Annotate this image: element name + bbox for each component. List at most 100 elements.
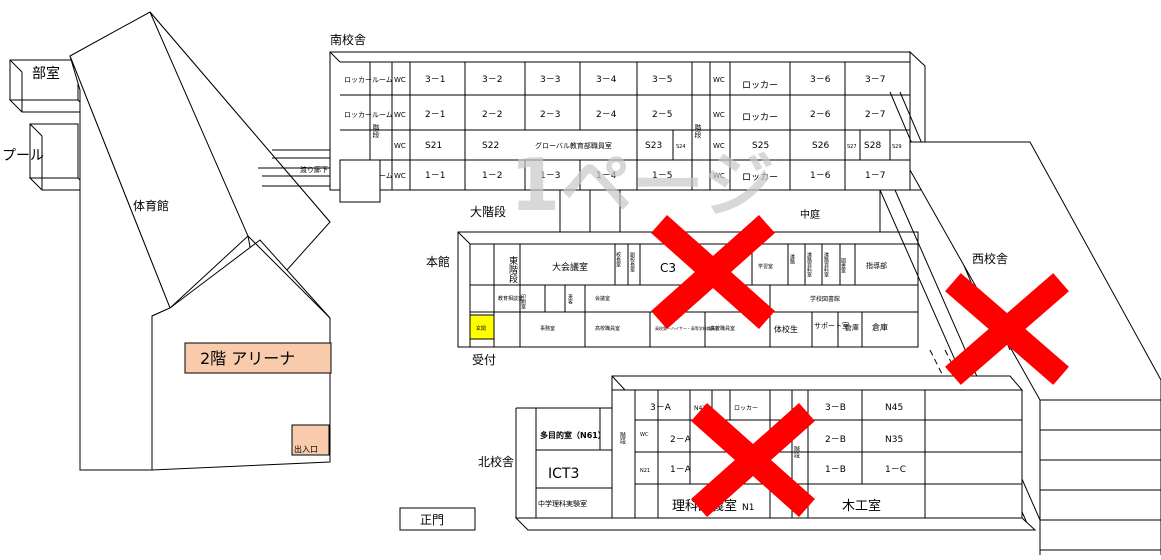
south-wc-1b: WC xyxy=(713,172,725,180)
jh-lab-label: 中学理科実験室 xyxy=(538,499,587,508)
room-1-7: 1－7 xyxy=(865,171,885,181)
guidance-label: 指導部 xyxy=(866,261,887,270)
room-s24: S24 xyxy=(676,144,686,150)
gymnasium xyxy=(69,11,331,471)
south-wc-s: WC xyxy=(394,142,406,150)
south-wc-3b: WC xyxy=(713,76,725,84)
page-watermark: 1ページ xyxy=(510,143,775,227)
room-3b: 3－B xyxy=(825,403,846,413)
room-1-3: 1－3 xyxy=(540,171,560,181)
club-room-label: 部室 xyxy=(32,65,60,82)
room-3-2: 3－2 xyxy=(482,75,502,85)
grand-stairs xyxy=(559,190,621,232)
room-3-3: 3－3 xyxy=(540,75,560,85)
counsel-room-label: 教育相談室 xyxy=(498,295,523,302)
east-stairs-label: 東階段 xyxy=(507,255,518,284)
career-room2-label: 進路資料室 xyxy=(823,251,829,277)
room-1-5: 1－5 xyxy=(652,171,672,181)
room-3-6: 3－6 xyxy=(810,75,831,85)
north-building-label: 北校舎 xyxy=(478,454,514,469)
pool-label: プール xyxy=(2,148,44,164)
cross-mark-main xyxy=(651,215,775,329)
north-building xyxy=(514,375,1037,531)
south-wc-2: WC xyxy=(394,111,406,119)
woodwork-room-label: 木工室 xyxy=(842,498,881,514)
south-wc-3: WC xyxy=(394,76,406,84)
south-wc-sb: WC xyxy=(713,142,725,150)
reception-desk xyxy=(469,314,495,340)
north-locker-label: ロッカー xyxy=(734,405,758,412)
arena-label: 2階 アリーナ xyxy=(200,349,295,368)
room-s21: S21 xyxy=(425,141,442,151)
hs-staff-label: 高校職員室 xyxy=(595,325,620,332)
reception-label: 受付 xyxy=(472,353,496,367)
connector-corridor xyxy=(258,149,340,187)
room-1b: 1－B xyxy=(825,465,846,475)
room-1c: 1－C xyxy=(885,465,906,475)
room-s26: S26 xyxy=(812,141,829,151)
south-stairs-label: 階段 xyxy=(372,123,380,139)
south-locker-3b: ロッカー xyxy=(742,80,778,91)
room-1-4: 1－4 xyxy=(596,171,617,181)
support2-label: サポート室 xyxy=(814,321,849,330)
courtyard-label: 中庭 xyxy=(800,208,820,221)
south-locker-1b: ロッカー xyxy=(742,172,778,183)
multipurpose-room-label: 多目的室（N61） xyxy=(540,430,606,440)
jh-staff-label: 高校第一ハイサー・高等学校職員室 xyxy=(655,325,719,331)
room-n42: N42 xyxy=(694,405,706,412)
connector-label: 渡り廊下 xyxy=(300,165,328,174)
cross-mark-north xyxy=(691,403,815,517)
west-building xyxy=(909,141,1161,555)
room-1-2: 1－2 xyxy=(482,171,502,181)
room-n35: N35 xyxy=(885,435,903,445)
room-2-6: 2－6 xyxy=(810,110,831,120)
room-3a: 3－A xyxy=(650,403,672,413)
storage2-label: 倉庫 xyxy=(872,322,888,332)
north-stairs-label: 階段 xyxy=(619,431,626,445)
south-wc-2b: WC xyxy=(713,111,725,119)
gym-entrance-label: 出入口 xyxy=(294,444,318,454)
south-building-label: 南校舎 xyxy=(330,32,366,47)
cross-mark-west xyxy=(945,273,1069,385)
principal-room-label: 校長室 xyxy=(615,251,621,267)
meeting-room-label: 大会議室 xyxy=(552,261,588,273)
south-locker-2b: ロッカー xyxy=(742,112,778,123)
room-2-2: 2－2 xyxy=(482,110,502,120)
club-room-building xyxy=(8,59,92,113)
room-3-5: 3－5 xyxy=(652,75,672,85)
room-3-7: 3－7 xyxy=(865,75,885,85)
south-row-2: ロッカールーム WC 2－1 2－2 2－3 2－4 2－5 WC ロッカー 2… xyxy=(344,110,885,123)
room-n21: N21 xyxy=(640,468,650,474)
south-wc-1: WC xyxy=(394,172,406,180)
room-2-4: 2－4 xyxy=(596,110,617,120)
room-s25: S25 xyxy=(752,141,769,151)
main-building-label: 本館 xyxy=(426,254,450,269)
entrance-label: 玄関 xyxy=(476,325,486,332)
room-n45: N45 xyxy=(885,403,903,413)
ict3-label: ICT3 xyxy=(548,466,579,482)
room-3-4: 3－4 xyxy=(596,75,617,85)
south-stairs2-label: 階段 xyxy=(694,123,702,139)
room-2-7: 2－7 xyxy=(865,110,885,120)
south-locker-3: ロッカールーム xyxy=(344,76,393,84)
pool xyxy=(28,123,92,191)
learning-room-label: 学習室 xyxy=(758,263,773,270)
room-s28: S28 xyxy=(864,141,881,151)
room-1-1: 1－1 xyxy=(425,171,445,181)
west-building-label: 西校舎 xyxy=(972,251,1008,266)
career-room-label: 進路資料室 xyxy=(806,251,812,277)
north-wc-label: WC xyxy=(640,432,649,438)
office-label: 事務室 xyxy=(540,325,555,332)
main-gate xyxy=(399,507,476,531)
grand-stairs-label: 大階段 xyxy=(470,204,506,219)
gym-entrance-box xyxy=(291,424,330,456)
arena-box xyxy=(184,342,332,374)
room-s22: S22 xyxy=(482,141,499,151)
room-s27: S27 xyxy=(847,144,857,150)
guide-label: 進路 xyxy=(789,253,795,265)
main-gate-label: 正門 xyxy=(420,513,444,527)
south-connector-stairs xyxy=(339,159,381,203)
room-global-staff: グローバル教育部職員室 xyxy=(535,141,612,150)
room-1-6: 1－6 xyxy=(810,171,831,181)
south-row-3: ロッカールーム WC 3－1 3－2 3－3 3－4 3－5 WC ロッカー 3… xyxy=(344,75,885,91)
